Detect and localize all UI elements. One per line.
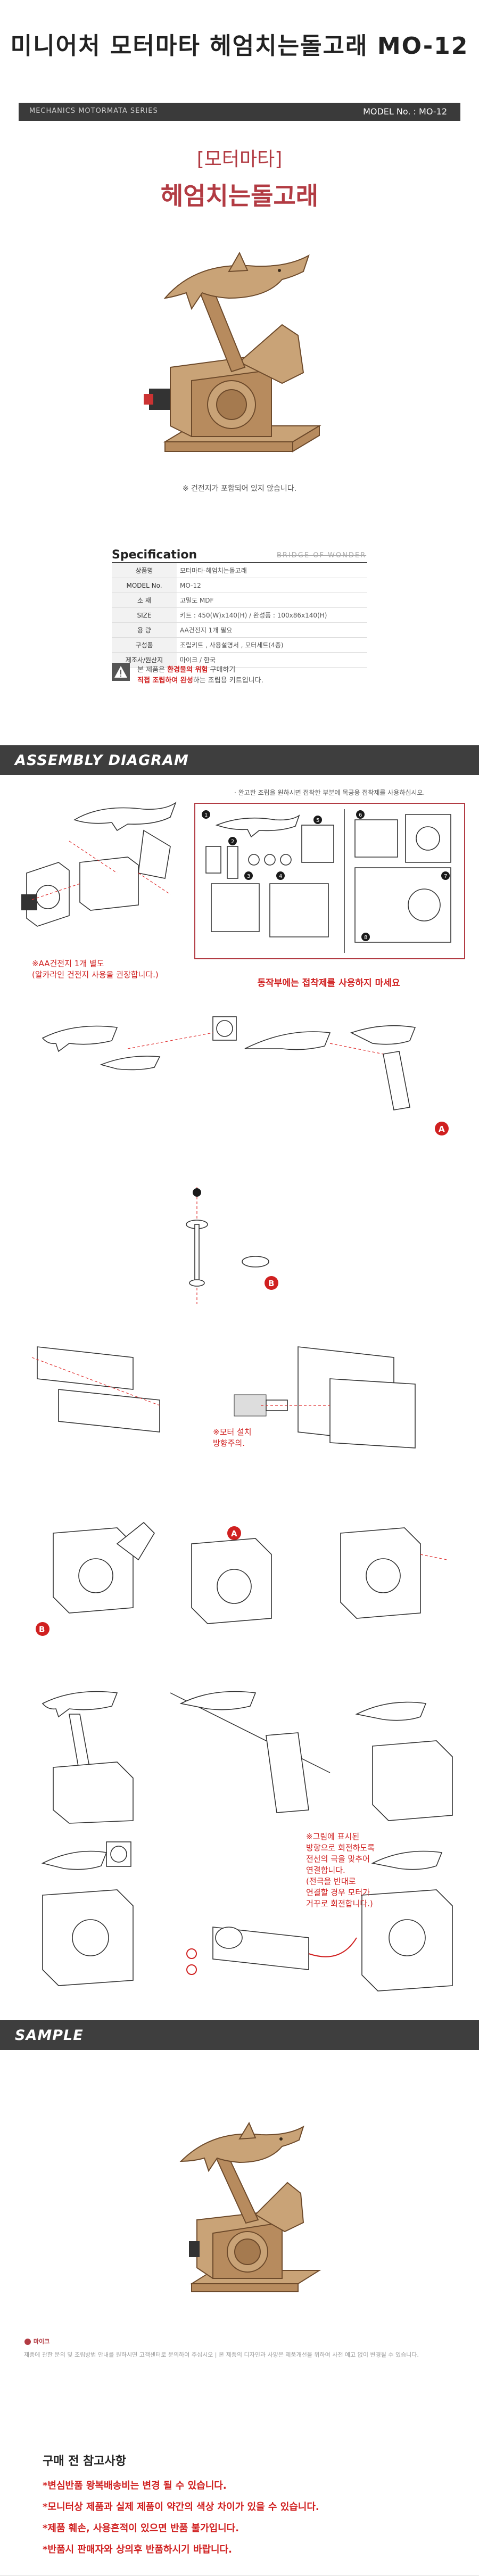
spec-value: 조립키트 , 사용설명서 , 모터세트(4종) <box>177 637 367 653</box>
sample-section-title: SAMPLE <box>15 2027 84 2044</box>
table-row: MODEL No.MO-12 <box>112 578 367 593</box>
assembly-section-band: ASSEMBLY DIAGRAM <box>0 745 479 775</box>
svg-text:7: 7 <box>444 874 447 879</box>
spec-key: 상품명 <box>112 562 177 578</box>
wiring-note-line: 전선의 극을 맞추어 <box>306 1854 370 1864</box>
warning-highlight: 직접 조립하여 완성 <box>137 677 193 685</box>
safety-warning: 본 제품은 환경물의 위험 구매하기 직접 조립하여 완성하는 조립용 키트입니… <box>112 663 367 685</box>
warning-text: 본 제품은 <box>137 666 168 674</box>
pre-purchase-note: *제품 훼손, 사용흔적이 있으면 반품 불가입니다. <box>43 2523 240 2534</box>
warning-line-2: 직접 조립하여 완성하는 조립용 키트입니다. <box>137 674 263 685</box>
wiring-note-line: 방향으로 회전하도록 <box>306 1843 375 1853</box>
assembly-step-4 <box>31 1346 416 1449</box>
wiring-note-line: ※그림에 표시된 <box>306 1832 360 1841</box>
logo-icon <box>24 2339 31 2345</box>
svg-text:8: 8 <box>364 935 367 941</box>
model-number: MODEL No. : MO-12 <box>363 106 447 117</box>
svg-text:5: 5 <box>316 818 319 824</box>
assembly-step-7 <box>41 1841 453 1991</box>
battery-note-line: ※AA건전지 1개 별도 <box>32 959 104 968</box>
svg-text:1: 1 <box>204 812 208 818</box>
wiring-note-line: (전극을 반대로 <box>306 1877 356 1886</box>
spec-title: Specification <box>112 548 197 562</box>
svg-text:2: 2 <box>231 839 234 845</box>
assembly-step-5: A B <box>36 1521 448 1636</box>
spec-value: 모터마타-헤엄치는돌고래 <box>177 562 367 578</box>
product-name: 헤엄치는돌고래 <box>160 182 319 210</box>
marker-b: B <box>268 1279 274 1288</box>
spec-value: 고밀도 MDF <box>177 592 367 608</box>
battery-note: ※AA건전지 1개 별도 (알카라인 건전지 사용을 권장합니다.) <box>32 958 159 981</box>
pre-purchase-title: 구매 전 참고사항 <box>43 2455 126 2468</box>
motor-note-line: ※모터 설치 <box>213 1427 252 1437</box>
sample-section-band: SAMPLE <box>0 2020 479 2050</box>
part-number-markers: 1 2 3 4 5 6 7 8 <box>202 810 450 941</box>
spec-key: 용 량 <box>112 622 177 638</box>
page-title: 미니어처 모터마타 헤엄치는돌고래 MO-12 <box>10 32 469 60</box>
marker-a: A <box>439 1124 445 1134</box>
spec-value: MO-12 <box>177 578 367 593</box>
spec-key: SIZE <box>112 607 177 623</box>
assembly-step-3: B <box>186 1187 278 1304</box>
warning-text: 하는 조립용 키트입니다. <box>193 677 263 685</box>
spec-value: AA건전지 1개 필요 <box>177 622 367 638</box>
footer-text: 제품에 관한 문의 및 조립방법 안내를 원하시면 고객센터로 문의하여 주십시… <box>24 2351 419 2358</box>
brand-logo: 마이크 <box>24 2337 49 2345</box>
svg-text:3: 3 <box>247 874 250 879</box>
pre-purchase-note: *모니터상 제품과 실제 제품이 약간의 색상 차이가 있을 수 있습니다. <box>43 2501 319 2513</box>
category-title: [모터마타] <box>196 149 283 170</box>
assembly-step-6 <box>42 1691 453 1824</box>
series-bar: MECHANICS MOTORMATA SERIES MODEL No. : M… <box>19 103 460 121</box>
warning-icon <box>112 663 130 681</box>
wiring-note-line: 거꾸로 회전합니다.) <box>306 1899 373 1908</box>
assembly-step-2: A <box>42 1016 449 1135</box>
spec-key: MODEL No. <box>112 578 177 593</box>
no-glue-warning: 동작부에는 접착제를 사용하지 마세요 <box>257 978 400 989</box>
pre-purchase-notes: *변심반품 왕복배송비는 변경 될 수 있습니다. *모니터상 제품과 실제 제… <box>43 2478 458 2563</box>
wiring-note-line: 연결합니다. <box>306 1865 345 1875</box>
battery-not-included-note: ※ 건전지가 포함되어 있지 않습니다. <box>182 484 297 493</box>
svg-text:6: 6 <box>359 812 362 818</box>
series-label: MECHANICS MOTORMATA SERIES <box>29 107 158 115</box>
assembly-step-1 <box>21 801 177 927</box>
wiring-note: ※그림에 표시된 방향으로 회전하도록 전선의 극을 맞추어 연결합니다. (전… <box>306 1831 412 1910</box>
hero-product-image <box>144 251 321 452</box>
logo-text: 마이크 <box>33 2338 50 2345</box>
svg-text:B: B <box>39 1625 45 1634</box>
spec-brand: BRIDGE OF WONDER <box>277 552 367 559</box>
spec-key: 소 재 <box>112 592 177 608</box>
warning-line-1: 본 제품은 환경물의 위험 구매하기 <box>137 664 235 674</box>
wiring-note-line: 연결할 경우 모터가 <box>306 1888 370 1897</box>
spec-key: 구성품 <box>112 637 177 653</box>
parts-layout-box: 1 2 3 4 5 6 7 8 <box>194 803 465 959</box>
motor-note-line: 방향주의. <box>213 1438 245 1448</box>
spec-value: 키트 : 450(W)x140(H) / 완성품 : 100x86x140(H) <box>177 607 367 623</box>
sample-product-image <box>179 2121 321 2292</box>
assembly-note: · 완고한 조립을 원하시면 접착한 부분에 목공용 접착제를 사용하십시오. <box>234 789 425 796</box>
warning-highlight: 환경물의 위험 <box>167 666 208 674</box>
motor-direction-note: ※모터 설치 방향주의. <box>213 1427 252 1449</box>
assembly-section-title: ASSEMBLY DIAGRAM <box>15 752 189 769</box>
spec-value: 마이크 / 한국 <box>177 652 367 668</box>
svg-text:A: A <box>231 1529 237 1538</box>
warning-text: 구매하기 <box>208 666 236 674</box>
battery-note-line: (알카라인 건전지 사용을 권장합니다.) <box>32 970 159 980</box>
pre-purchase-note: *반품시 판매자와 상의후 반품하시기 바랍니다. <box>43 2544 232 2555</box>
svg-text:4: 4 <box>279 874 282 879</box>
pre-purchase-note: *변심반품 왕복배송비는 변경 될 수 있습니다. <box>43 2480 227 2491</box>
